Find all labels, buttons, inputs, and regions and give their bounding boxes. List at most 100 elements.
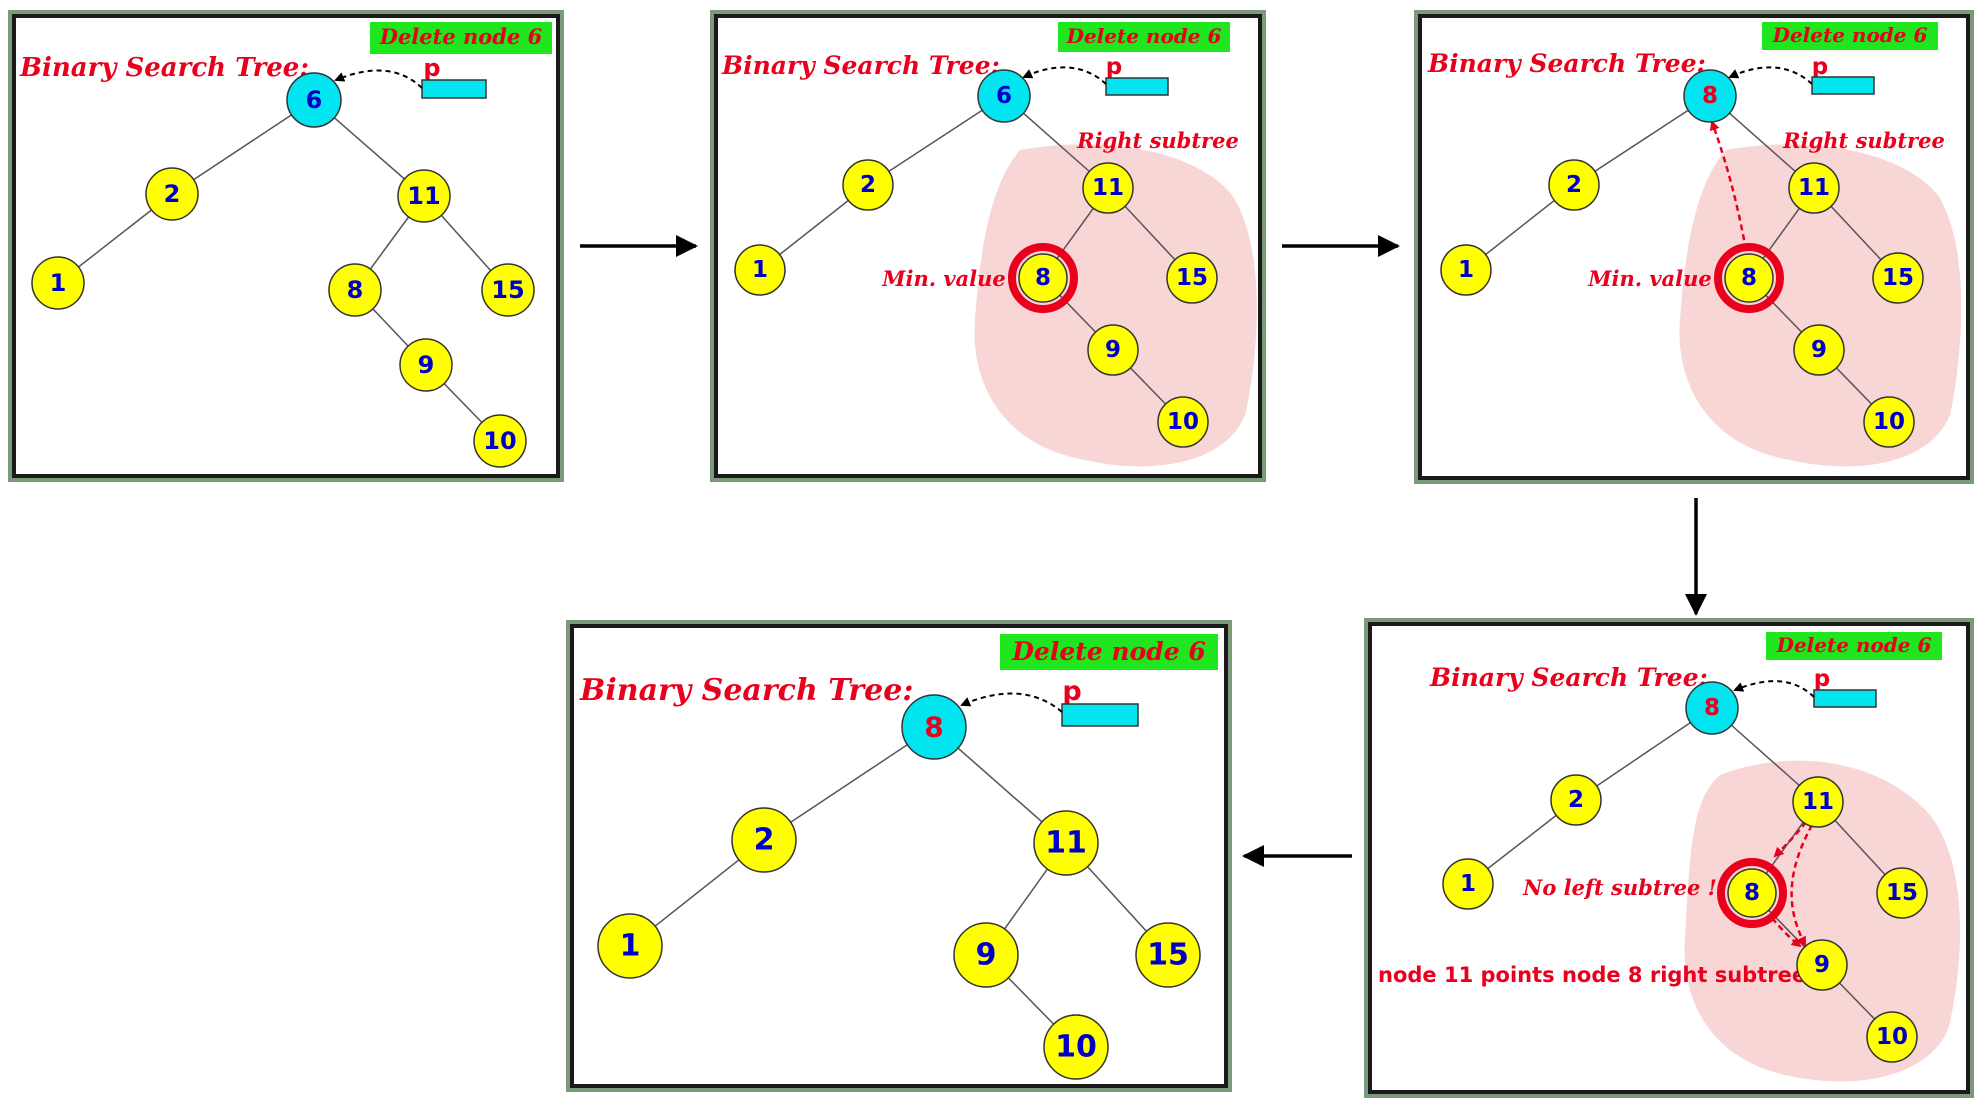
banner-text: Delete node 6 [1772,23,1928,47]
tree-node: 15 [1166,252,1218,304]
relink-arrow [1773,821,1807,858]
panel-step-5: Delete node 6 Binary Search Tree: p 8 2 … [566,620,1232,1092]
node-label: 8 [924,711,943,744]
panel-step-3: Delete node 6 Binary Search Tree: p Righ… [1414,10,1974,484]
node-label: 2 [164,180,181,208]
pointer-box [1813,689,1877,708]
min-value-ring [1717,858,1787,928]
pointer-arrow [1733,680,1815,698]
banner [1762,22,1938,50]
panel-step-1: Delete node 6 Binary Search Tree: p 6 2 … [8,10,564,482]
node-circle [977,69,1031,123]
node-label: 1 [752,257,768,283]
node-circle [1043,1014,1109,1080]
panel-step-4: Delete node 6 Binary Search Tree: p No l… [1364,618,1974,1098]
node-label: 11 [1802,789,1834,815]
tree-node: 15 [1876,867,1928,919]
pointer-label: p [1814,666,1830,692]
node-label: 11 [1798,175,1830,201]
tree-node-min-highlight: 8 [1714,243,1784,313]
node-label: 2 [860,172,876,198]
tree-title: Binary Search Tree: [1427,49,1706,78]
banner-text: Delete node 6 [379,24,543,49]
right-subtree-label: Right subtree [1782,128,1945,153]
node-circle [1166,252,1218,304]
tree-node: 1 [1440,244,1492,296]
tree-node: 9 [953,922,1019,988]
node-label: 15 [1882,265,1914,291]
tree-node: 2 [1550,774,1602,826]
node-label: 6 [306,86,323,114]
tree-title: Binary Search Tree: [721,51,1000,80]
pointer-label: p [1812,54,1828,80]
node-label: 9 [1811,337,1827,363]
node-label: 8 [1744,880,1760,906]
node-circle [1082,162,1134,214]
tree-edge [1575,707,1713,801]
tree-node: 2 [842,159,894,211]
tree-node: 10 [1866,1011,1918,1063]
tree-node-root: 6 [977,69,1031,123]
tree-node: 9 [1793,324,1845,376]
node-label: 1 [1458,257,1474,283]
node-circle [1033,810,1099,876]
node-label: 15 [491,276,524,304]
tree-node: 2 [145,167,199,221]
node-label: 11 [1092,175,1124,201]
node-circle [1793,324,1845,376]
tree-edge [763,726,935,841]
node-circle [1442,858,1494,910]
tree-node: 11 [397,169,451,223]
tree-node: 8 [328,263,382,317]
node-label: 9 [418,351,435,379]
node-label: 15 [1176,265,1208,291]
node-circle [1087,324,1139,376]
node-circle [1876,867,1928,919]
tree-node: 1 [734,244,786,296]
node-circle [842,159,894,211]
banner [370,22,552,54]
banner-text: Delete node 6 [1776,633,1932,657]
pointer-arrow [1022,66,1107,85]
banner [1000,634,1218,670]
node-label: 8 [1704,695,1720,721]
node-label: 15 [1886,880,1918,906]
node-label: 8 [347,276,364,304]
tree-node: 11 [1033,810,1099,876]
node-label: 1 [1460,871,1476,897]
node-circle [731,807,797,873]
node-circle [1866,1011,1918,1063]
node-label: 8 [1035,265,1051,291]
relink-arrow [1771,917,1802,948]
node-circle [1440,244,1492,296]
node-circle [1685,681,1739,735]
node-circle [1796,939,1848,991]
node-label: 10 [1055,1030,1097,1065]
tree-node-root: 8 [901,694,967,760]
node-circle [1157,396,1209,448]
node-circle [328,263,382,317]
banner-text: Delete node 6 [1066,24,1222,48]
tree-node: 2 [1548,159,1600,211]
tree-node: 10 [1157,396,1209,448]
node-circle [1727,868,1777,918]
node-circle [31,256,85,310]
banner [1766,632,1942,660]
banner [1058,22,1230,52]
pointer-label: p [1062,676,1081,707]
tree-node-root: 6 [286,72,342,128]
node-label: 10 [1876,1024,1908,1050]
right-subtree-highlight [1684,760,1961,1082]
node-label: 10 [483,427,516,455]
tree-title: Binary Search Tree: [19,53,309,83]
pointer-label: p [1106,54,1122,80]
node-label: 1 [620,929,641,964]
right-subtree-highlight [974,144,1257,467]
tree-node: 11 [1082,162,1134,214]
tree-node-root: 8 [1683,69,1737,123]
node-label: 2 [1568,787,1584,813]
node-circle [1724,253,1774,303]
pointer-box [1105,77,1169,96]
tree-node: 11 [1792,776,1844,828]
